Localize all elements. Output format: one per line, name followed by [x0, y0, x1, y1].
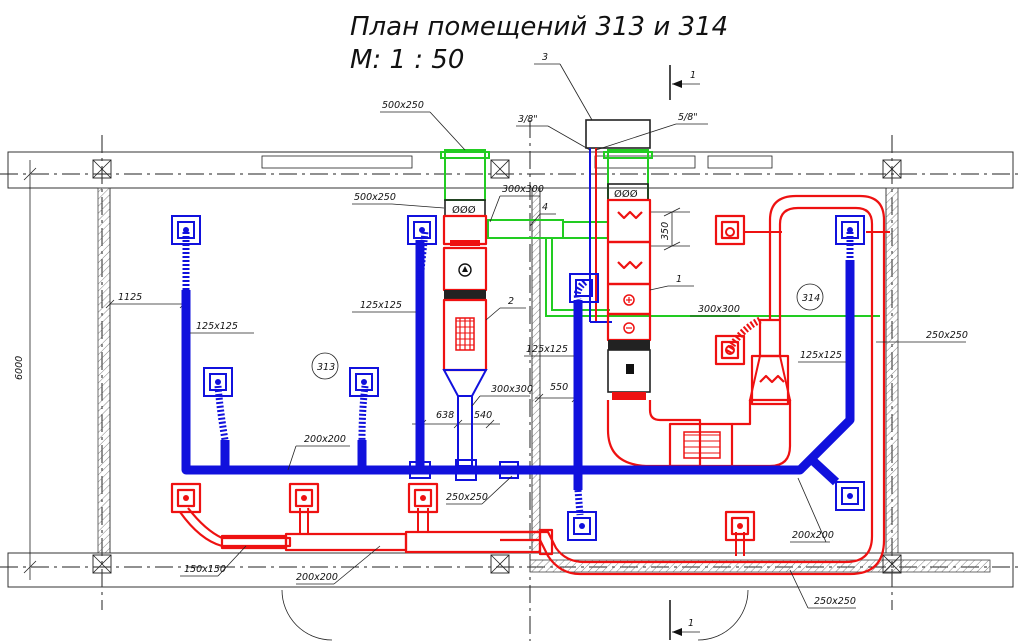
label-intake-top: 500x250	[382, 100, 424, 111]
label-exhaust-right: 300x300	[698, 304, 740, 315]
dimension-overall: 6000	[14, 160, 37, 580]
svg-text:ØØØ: ØØØ	[452, 204, 476, 216]
exhaust-grilles	[170, 214, 756, 542]
outdoor-unit	[585, 119, 651, 323]
dimension-left-offset: 1125	[105, 292, 190, 309]
supply-diffusers	[171, 215, 865, 541]
plan-title: План помещений 313 и 314	[350, 12, 728, 42]
exhaust-grille	[407, 482, 439, 514]
label-intake-side: 500x250	[354, 192, 396, 203]
exhaust-grille	[170, 482, 202, 514]
label-supply-mid: 125x125	[360, 300, 402, 311]
dimension-mid-offsets: 638 540 550	[412, 382, 581, 429]
callout-pipe-38: 3/8"	[518, 114, 538, 125]
label-supply-right: 125x125	[800, 350, 842, 361]
dim-550: 550	[550, 382, 568, 393]
label-bottom-right: 250x250	[814, 596, 856, 607]
dim-1125: 1125	[118, 292, 142, 303]
label-bottom-left: 150x150	[184, 564, 226, 575]
supply-duct-network	[181, 231, 855, 516]
label-right-supply-lower: 200x200	[792, 530, 834, 541]
supply-diffuser	[171, 215, 201, 245]
air-handling-unit-left: ØØØ	[442, 199, 488, 467]
supply-diffuser	[349, 367, 379, 397]
dim-350: 350	[660, 222, 671, 240]
supply-diffuser	[567, 511, 597, 541]
callout-2: 2	[508, 296, 514, 307]
label-supply-center: 125x125	[526, 344, 568, 355]
dim-6000: 6000	[14, 356, 25, 380]
label-supply-left: 125x125	[196, 321, 238, 332]
exhaust-grille	[288, 482, 320, 514]
room-number-314: 314	[802, 293, 820, 304]
dim-638: 638	[436, 410, 454, 421]
room-marker-314: 314	[796, 283, 824, 311]
svg-text:ØØØ: ØØØ	[614, 188, 638, 200]
supply-diffuser	[203, 367, 233, 397]
label-right-exhaust-side: 250x250	[926, 330, 968, 341]
callout-1: 1	[676, 274, 682, 285]
air-handling-unit-right: ØØØ	[606, 183, 792, 468]
section-label-bottom: 1	[688, 618, 694, 629]
exhaust-grille	[714, 214, 746, 246]
equipment-callouts: 3 3/8" 5/8" 4 2 1	[485, 52, 708, 321]
supply-diffuser	[407, 215, 437, 245]
label-exhaust-mid: 300x300	[491, 384, 533, 395]
dim-540: 540	[474, 410, 492, 421]
section-mark-bottom: 1	[669, 600, 700, 640]
label-crossover-top: 300x300	[502, 184, 544, 195]
plan-scale: М: 1 : 50	[350, 45, 464, 75]
exhaust-duct-bottom	[179, 231, 770, 556]
supply-diffuser	[835, 215, 865, 245]
callout-3: 3	[542, 52, 548, 63]
label-main-supply: 200x200	[304, 434, 346, 445]
exhaust-grille	[724, 510, 756, 542]
callout-4: 4	[542, 202, 548, 213]
supply-diffuser	[835, 481, 865, 511]
section-label-top: 1	[690, 70, 696, 81]
section-mark-top: 1	[669, 65, 700, 100]
supply-diffuser	[569, 273, 599, 303]
room-marker-313: 313	[311, 352, 339, 380]
exhaust-grille	[714, 334, 746, 366]
dimension-350: 350	[650, 207, 690, 251]
room-number-313: 313	[317, 362, 335, 373]
label-bottom-mid: 200x200	[296, 572, 338, 583]
duct-size-labels: 500x250 500x250 300x300 125x125 125x125 …	[180, 100, 968, 609]
label-main-exhaust: 250x250	[446, 492, 488, 503]
callout-pipe-58: 5/8"	[678, 112, 698, 123]
